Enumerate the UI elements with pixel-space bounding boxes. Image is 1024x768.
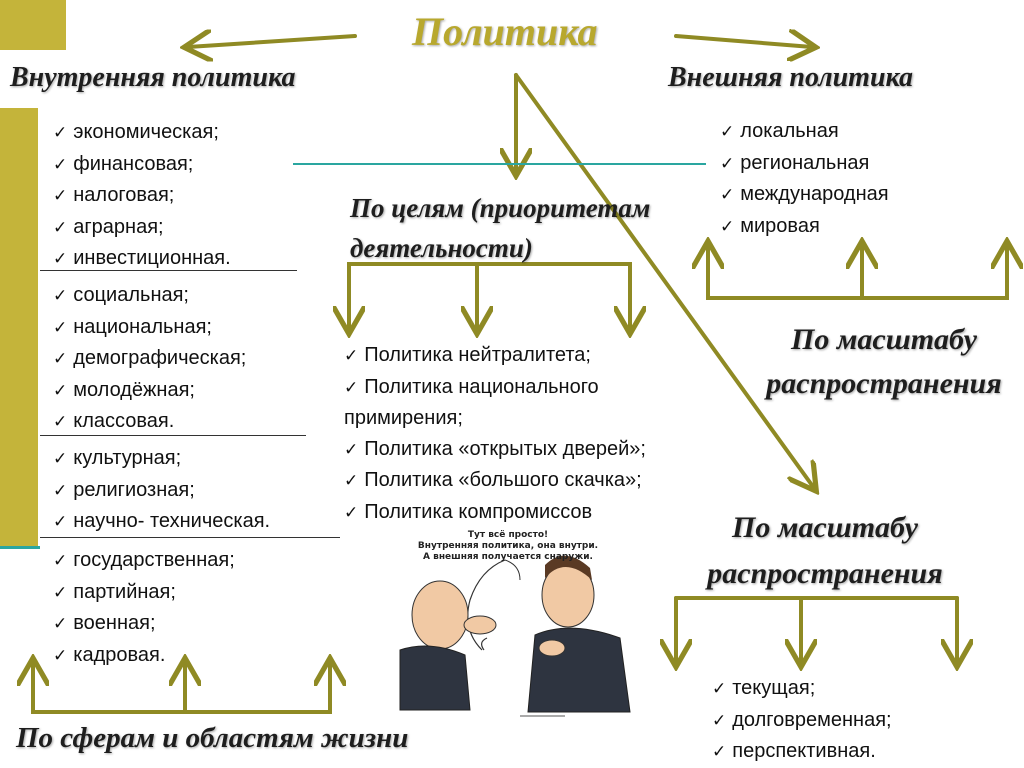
divider — [40, 537, 340, 538]
list-item: молодёжная; — [53, 375, 246, 407]
internal-state-list: государственная; партийная; военная; кад… — [53, 545, 235, 671]
scale-list: текущая; долговременная; перспективная. — [712, 673, 892, 768]
external-list: локальная региональная международная мир… — [720, 116, 889, 243]
list-item: национальная; — [53, 312, 246, 344]
list-item: экономическая; — [53, 117, 231, 149]
decorative-square — [0, 0, 66, 50]
list-item: долговременная; — [712, 705, 891, 737]
divider — [40, 435, 306, 436]
list-item: текущая; — [712, 673, 892, 705]
external-scale-label: По масштабу распространения — [750, 318, 1018, 406]
list-item: культурная; — [53, 443, 270, 475]
list-item: социальная; — [53, 280, 246, 312]
cartoon-illustration — [399, 555, 631, 717]
list-item: налоговая; — [53, 180, 231, 212]
list-item: государственная; — [53, 545, 235, 577]
list-item: партийная; — [53, 577, 235, 609]
list-item: классовая. — [53, 406, 246, 438]
list-item: Политика «большого скачка»; — [344, 465, 744, 497]
list-item: Политика «открытых дверей»; — [344, 434, 744, 466]
label-line: распространения — [707, 557, 943, 590]
cartoon-caption: Тут всё просто! Внутренняя политика, она… — [408, 530, 608, 563]
list-item: Политика компромиссов — [344, 497, 744, 529]
label-line: деятельности) — [350, 233, 533, 263]
goals-label: По целям (приоритетам деятельности) — [350, 188, 650, 268]
caption-line: А внешняя получается снаружи. — [423, 552, 593, 562]
list-item: Политика национального примирения; — [344, 372, 674, 434]
list-item: Политика нейтралитета; — [344, 340, 744, 372]
caption-line: Внутренняя политика, она внутри. — [417, 541, 599, 551]
internal-cultural-list: культурная; религиозная; научно- техниче… — [53, 443, 270, 538]
list-item: аграрная; — [53, 212, 231, 244]
list-item: региональная — [720, 148, 889, 180]
list-item: финансовая; — [53, 149, 231, 181]
label-line: По целям (приоритетам — [350, 193, 651, 223]
goals-list: Политика нейтралитета; Политика национал… — [344, 340, 744, 528]
spheres-label: По сферам и областям жизни — [16, 722, 409, 754]
list-item: демографическая; — [53, 343, 246, 375]
scale-label: По масштабу распространения — [690, 505, 960, 597]
label-line: По масштабу — [791, 323, 977, 356]
label-line: распространения — [766, 367, 1002, 400]
list-item: религиозная; — [53, 475, 270, 507]
decorative-side-bar — [0, 108, 38, 548]
decorative-teal-line — [0, 546, 40, 549]
divider — [40, 270, 297, 271]
list-item: кадровая. — [53, 640, 235, 672]
list-item: военная; — [53, 608, 235, 640]
internal-policy-heading: Внутренняя политика — [10, 62, 296, 93]
list-item: инвестиционная. — [53, 243, 230, 275]
external-policy-heading: Внешняя политика — [668, 62, 914, 93]
internal-economic-list: экономическая; финансовая; налоговая; аг… — [53, 117, 231, 275]
caption-line: Тут всё просто! — [467, 530, 549, 540]
list-item: мировая — [720, 211, 889, 243]
label-line: По масштабу — [732, 511, 918, 544]
list-item: локальная — [720, 116, 889, 148]
list-item: международная — [720, 179, 888, 211]
list-item: научно- техническая. — [53, 506, 270, 538]
list-item: перспективная. — [712, 736, 892, 768]
internal-social-list: социальная; национальная; демографическа… — [53, 280, 246, 438]
page-title: Политика — [412, 9, 598, 54]
